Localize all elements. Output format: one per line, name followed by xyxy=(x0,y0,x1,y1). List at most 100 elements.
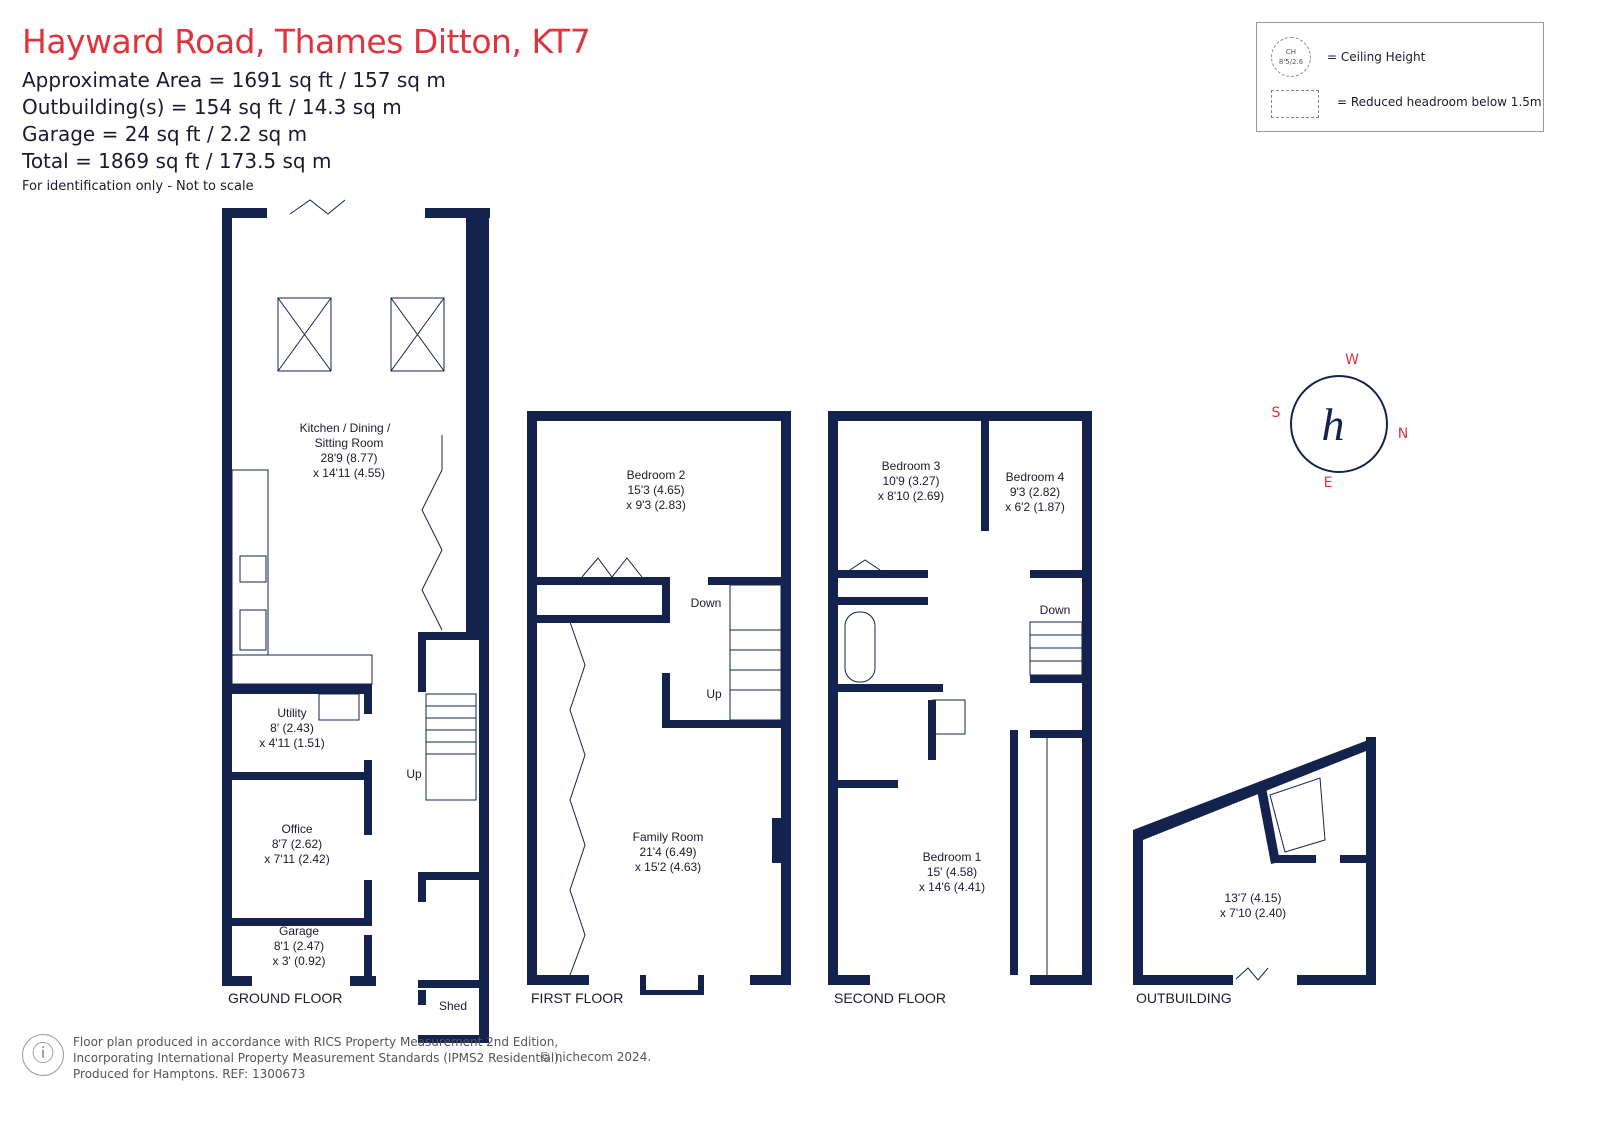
out-wall-left xyxy=(1133,830,1143,985)
ground-wall-left xyxy=(222,208,232,986)
first-floor-label: FIRST FLOOR xyxy=(531,990,623,1006)
bed3-bed4-wall xyxy=(981,421,989,531)
bedroom3-label-1: Bedroom 3 xyxy=(882,459,941,473)
bedroom3-label-3: x 8'10 (2.69) xyxy=(878,489,944,503)
ceiling-height-label: = Ceiling Height xyxy=(1327,50,1426,64)
ground-wall-top-left xyxy=(222,208,267,218)
header: Hayward Road, Thames Ditton, KT7 Approxi… xyxy=(22,22,591,194)
utility-label-3: x 4'11 (1.51) xyxy=(259,736,324,750)
utility-label-1: Utility xyxy=(277,706,306,720)
landing-wall-left-bottom xyxy=(662,673,670,728)
office-label-1: Office xyxy=(281,822,312,836)
ground-stairs-up: Up xyxy=(406,767,422,781)
ground-wall-top-right xyxy=(425,208,490,218)
disclaimer: For identification only - Not to scale xyxy=(22,179,254,194)
footer-line-3: Produced for Hamptons. REF: 1300673 xyxy=(73,1067,306,1081)
second-wall-right xyxy=(1082,411,1092,985)
shed-wall-bottom xyxy=(418,1035,489,1043)
garage-label-1: Garage xyxy=(279,924,319,938)
outbuilding-label-1: 13'7 (4.15) xyxy=(1225,891,1282,905)
ensuite-wall-bottom xyxy=(838,780,898,788)
total-area: Total = 1869 sq ft / 173.5 sq m xyxy=(22,149,332,173)
first-wall-right xyxy=(781,411,791,985)
second-wall-left xyxy=(828,411,838,985)
family-wall-top xyxy=(662,720,781,728)
shed-wall-top xyxy=(418,980,479,988)
landing-wall-left-top xyxy=(662,577,670,623)
compass-icon: h W N E S xyxy=(1272,352,1409,491)
office-label-2: 8'7 (2.62) xyxy=(272,837,322,851)
outbuilding-area: Outbuilding(s) = 154 sq ft / 14.3 sq m xyxy=(22,95,402,119)
ground-wall-bottom-mid xyxy=(350,976,376,986)
cupboard-wall-bottom xyxy=(1030,730,1082,738)
utility-wall-right-top xyxy=(364,684,372,714)
kitchen-label-2: Sitting Room xyxy=(315,436,384,450)
skylight-2 xyxy=(390,297,445,372)
bed3-wardrobe xyxy=(849,559,881,571)
property-title: Hayward Road, Thames Ditton, KT7 xyxy=(22,22,591,61)
hall-wall-top xyxy=(418,632,479,640)
out-shower-icon xyxy=(1269,777,1326,853)
chimney-breast xyxy=(772,818,781,863)
bay-right xyxy=(698,975,704,993)
out-shower-wall xyxy=(1256,782,1280,864)
stair-wall-bottom xyxy=(1030,675,1082,683)
garage-area: Garage = 24 sq ft / 2.2 sq m xyxy=(22,122,308,146)
second-floor-label: SECOND FLOOR xyxy=(834,990,946,1006)
shower-icon xyxy=(932,699,966,735)
bed4-wall-bottom xyxy=(1030,570,1082,578)
utility-sink-icon xyxy=(318,693,360,721)
first-stairs xyxy=(729,584,782,721)
bedroom1-label-3: x 14'6 (4.41) xyxy=(919,880,985,894)
family-label-1: Family Room xyxy=(633,830,704,844)
first-stairs-down: Down xyxy=(691,596,722,610)
bay-bottom xyxy=(640,990,704,995)
bath-icon xyxy=(844,611,876,683)
compass-logo: h xyxy=(1322,399,1345,450)
bifold-door xyxy=(289,199,346,215)
out-wc-wall-bottom xyxy=(1340,855,1366,863)
bed3-wall-bottom xyxy=(838,570,928,578)
skylight-1 xyxy=(277,297,332,372)
approx-area: Approximate Area = 1691 sq ft / 157 sq m xyxy=(22,68,446,92)
compass-w: W xyxy=(1345,352,1359,368)
compass-e: E xyxy=(1324,475,1333,491)
bedroom4-label-3: x 6'2 (1.87) xyxy=(1005,500,1065,514)
bedroom4-label-1: Bedroom 4 xyxy=(1006,470,1065,484)
out-wall-right xyxy=(1366,737,1376,985)
bedroom4-label-2: 9'3 (2.82) xyxy=(1010,485,1060,499)
bay-left xyxy=(640,975,646,993)
out-shower-wall-bottom xyxy=(1271,855,1316,863)
reduced-headroom-icon xyxy=(1271,90,1319,118)
fixtures xyxy=(231,199,1326,981)
ground-wall-right-inner xyxy=(466,218,479,633)
kitchen-wardrobe xyxy=(421,435,443,631)
wardrobe-wall xyxy=(537,615,662,623)
bedroom2-label-3: x 9'3 (2.83) xyxy=(626,498,686,512)
wc-wall-top xyxy=(418,872,479,880)
copyright: © nichecom 2024. xyxy=(539,1050,652,1064)
walls xyxy=(222,208,1376,1043)
bedroom3-label-2: 10'9 (3.27) xyxy=(883,474,940,488)
info-icon: ⓘ xyxy=(22,1034,64,1076)
bedroom1-label-1: Bedroom 1 xyxy=(923,850,982,864)
office-wall-right-top xyxy=(364,760,372,835)
out-wall-bottom-right xyxy=(1297,975,1376,985)
utility-label-2: 8' (2.43) xyxy=(270,721,314,735)
office-wall-right-bottom xyxy=(364,880,372,920)
family-label-2: 21'4 (6.49) xyxy=(640,845,697,859)
footer-line-2: Incorporating International Property Mea… xyxy=(73,1051,563,1065)
utility-wall-top xyxy=(232,684,372,694)
landing-wall-top xyxy=(708,577,781,585)
second-wall-bottom-left xyxy=(828,975,870,985)
ground-stairs xyxy=(425,693,477,801)
compass-n: N xyxy=(1398,426,1408,442)
out-door xyxy=(1235,967,1269,981)
kitchen-label-1: Kitchen / Dining / xyxy=(300,421,391,435)
bedroom2-label-1: Bedroom 2 xyxy=(627,468,686,482)
bed2-wall-bottom xyxy=(537,577,662,585)
out-wall-bottom-left xyxy=(1133,975,1233,985)
kitchen-label-4: x 14'11 (4.55) xyxy=(313,466,385,480)
room-labels: Kitchen / Dining / Sitting Room 28'9 (8.… xyxy=(259,421,1286,1013)
